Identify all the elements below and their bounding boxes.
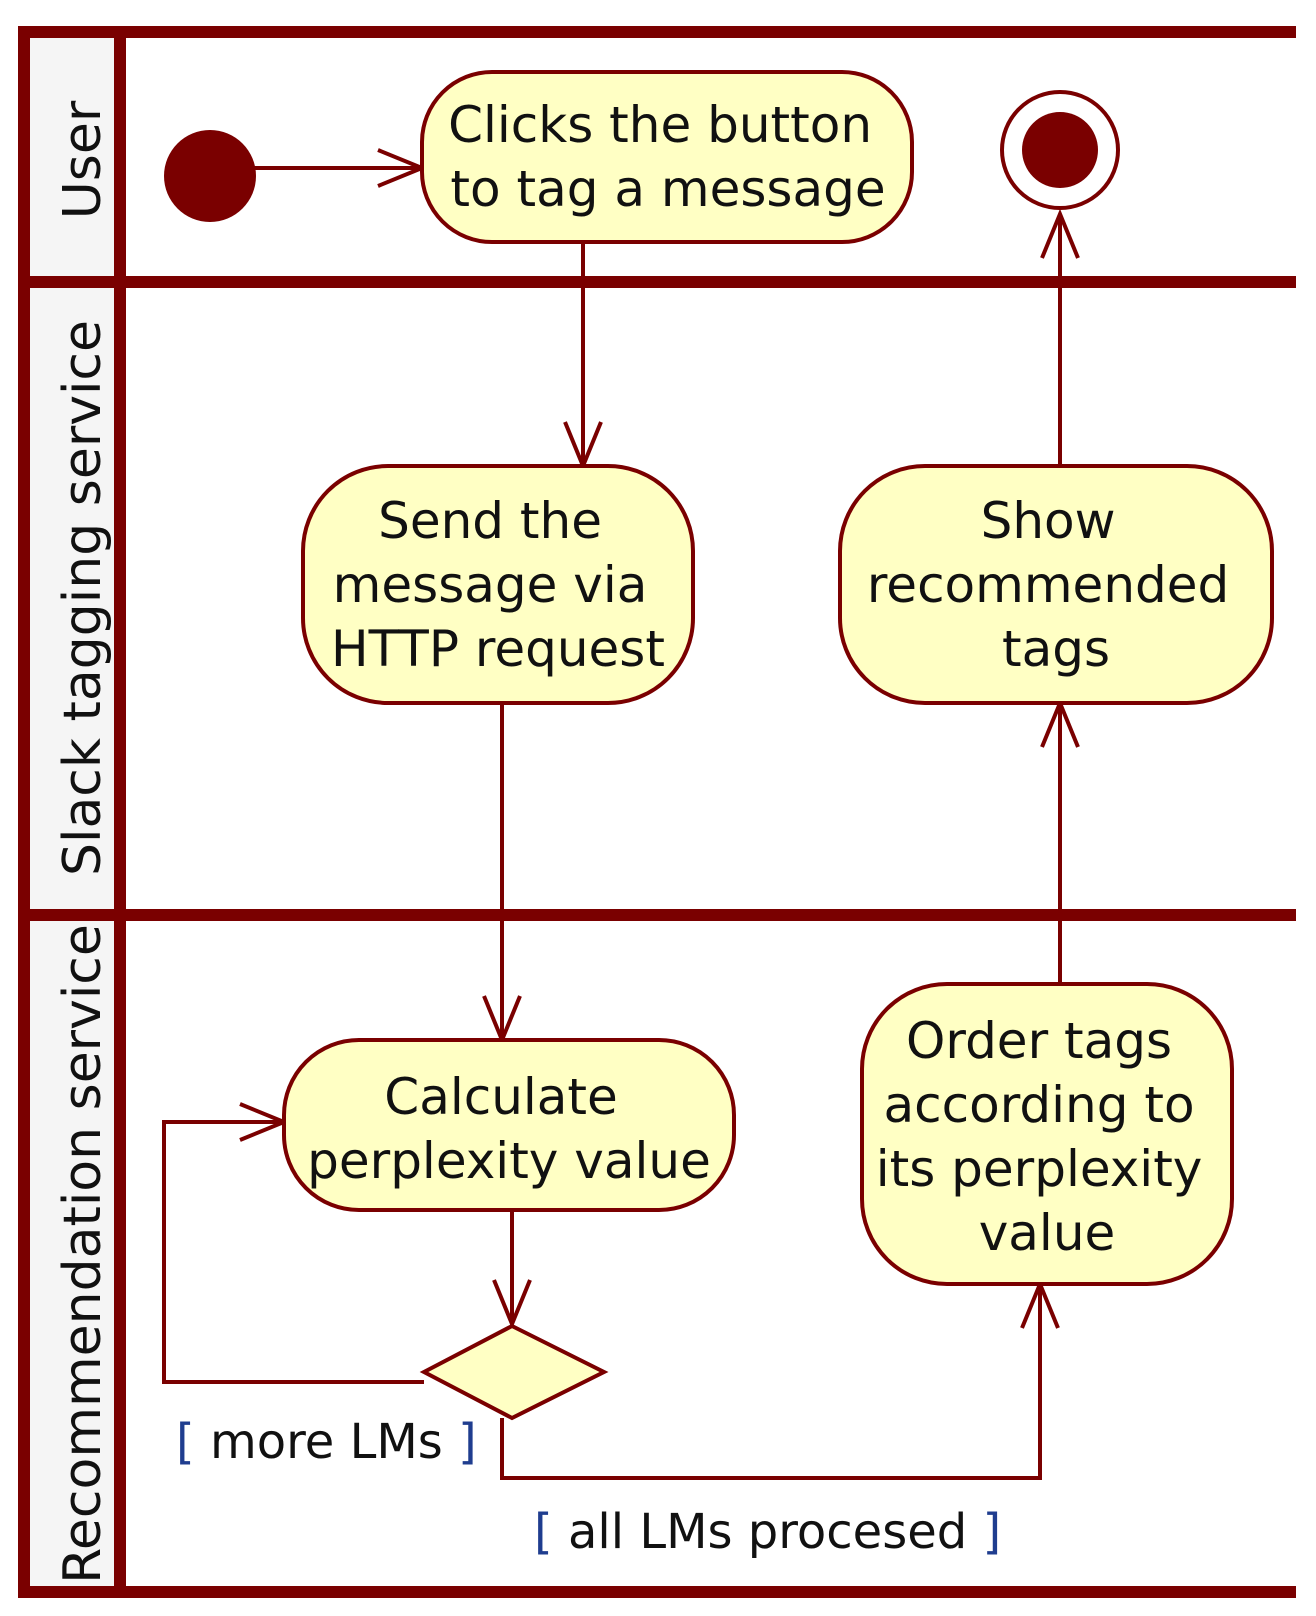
lane-header-column <box>24 32 120 1592</box>
action-click-button-label: Clicks the button to tag a message <box>448 96 888 218</box>
initial-node <box>164 130 256 222</box>
decision-node <box>419 1323 609 1421</box>
action-calculate-perplexity <box>282 1038 736 1212</box>
action-order-tags <box>860 982 1234 1286</box>
final-node <box>1022 112 1098 188</box>
flow-all-lms-to-order <box>500 1284 1042 1480</box>
action-order-tags-label: Order tags according to its perplexity v… <box>876 1012 1219 1262</box>
action-show-tags-label: Show recommended tags <box>867 492 1245 678</box>
lane-label-user: User <box>53 100 113 219</box>
action-send-message <box>301 464 695 705</box>
guard-more-lms: [ more LMs ] <box>176 1414 477 1470</box>
lane-label-recommendation-service: Recommendation service <box>53 924 113 1584</box>
flow-more-lms-loop <box>162 1120 424 1384</box>
guard-all-lms-procesed: [ all LMs procesed ] <box>534 1504 1001 1560</box>
action-send-message-label: Send the message via HTTP request <box>331 492 665 678</box>
action-show-tags <box>838 464 1274 705</box>
swimlane-frame <box>18 26 1296 1598</box>
arrowhead-end <box>1040 208 1080 259</box>
action-click-button <box>420 70 914 244</box>
action-calculate-perplexity-label: Calculate perplexity value <box>307 1068 711 1190</box>
lane-label-slack-tagging-service: Slack tagging service <box>53 320 113 876</box>
